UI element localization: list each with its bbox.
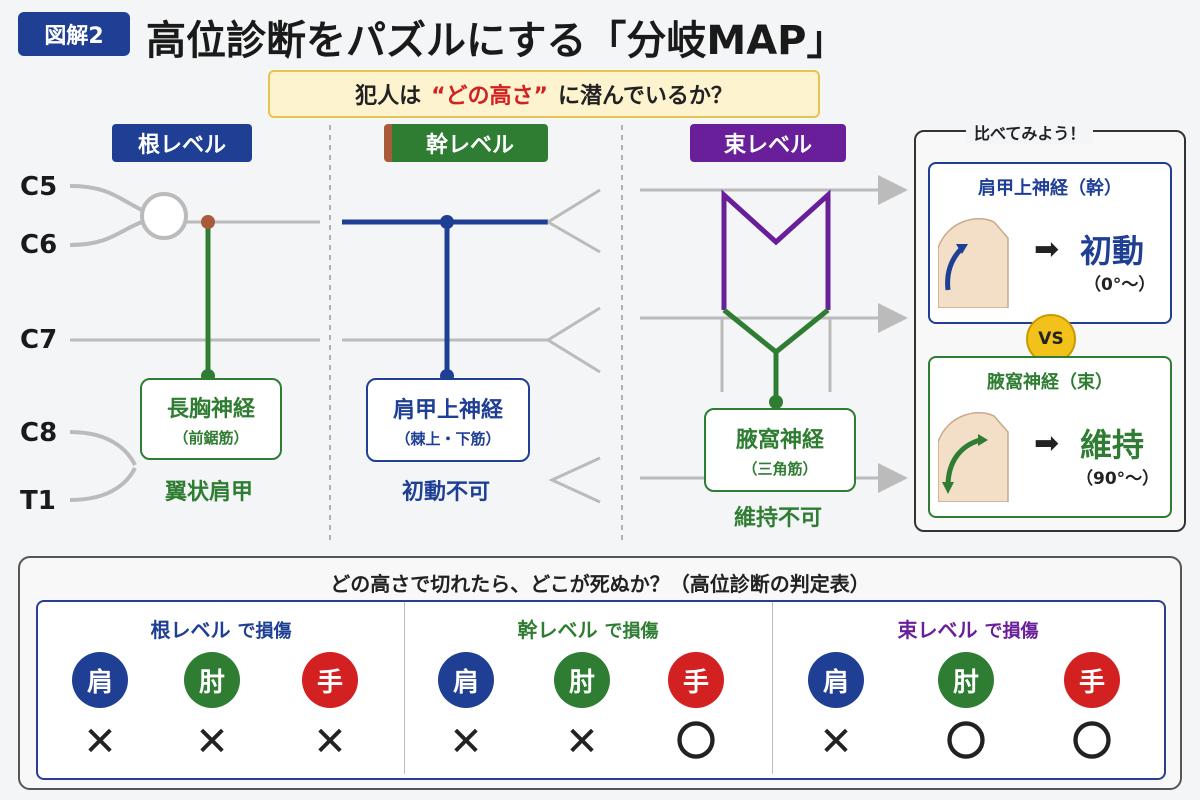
figure-badge: 図解2 <box>18 12 130 56</box>
question-prefix: 犯人は <box>355 84 422 109</box>
trunk-junction-circle <box>140 192 188 240</box>
shoulder-initial-motion-icon <box>938 218 1009 308</box>
hand-mark: 〇 <box>1072 719 1112 765</box>
result-cord: 維持不可 <box>733 506 822 531</box>
c5-root-line <box>69 184 143 212</box>
nerve-end-dot <box>769 395 783 409</box>
shoulder-mark: ✕ <box>819 719 853 765</box>
elbow-circle: 肘 <box>554 652 610 708</box>
column-suffix: で損傷 <box>237 621 292 642</box>
column-suffix: で損傷 <box>604 621 659 642</box>
trunk-branch-dot <box>440 215 454 229</box>
hand-circle: 手 <box>1064 652 1120 708</box>
compare-card-title: 肩甲上神経（幹） <box>978 178 1122 199</box>
muscle-name: （棘上・下筋） <box>395 429 501 448</box>
compare-result: 維持 <box>1080 426 1145 464</box>
elbow-mark: ✕ <box>195 719 229 765</box>
compare-card-axillary: 腋窩神経（束） ➡ 維持 （90°～） <box>928 356 1172 518</box>
t1-root-line <box>69 467 137 502</box>
hand-mark: ✕ <box>313 719 347 765</box>
compare-card-suprascapular: 肩甲上神経（幹） ➡ 初動 （0°～） <box>928 162 1172 324</box>
shoulder-mark: ✕ <box>83 719 117 765</box>
hand-circle: 手 <box>302 652 358 708</box>
nerve-name: 長胸神経 <box>166 396 255 422</box>
elbow-mark: 〇 <box>946 719 986 765</box>
level-header-cord: 束レベル <box>690 124 846 162</box>
column-divider <box>404 602 405 774</box>
shoulder-sustain-motion-icon <box>938 412 1009 502</box>
question-banner: 犯人は “どの高さ” に潜んでいるか？ <box>268 70 820 118</box>
elbow-circle: 肘 <box>938 652 994 708</box>
shoulder-circle: 肩 <box>808 652 864 708</box>
nerve-name: 肩甲上神経 <box>392 397 503 423</box>
compare-title: 比べてみよう！ <box>966 120 1094 144</box>
level-header-trunk: 幹レベル <box>384 124 548 162</box>
root-label-c5: C5 <box>20 172 58 202</box>
root-label-c8: C8 <box>20 418 58 448</box>
column-suffix: で損傷 <box>984 621 1039 642</box>
arrow-right-icon: ➡ <box>1034 232 1060 267</box>
compare-range: （90°～） <box>1076 469 1160 489</box>
hand-circle: 手 <box>668 652 724 708</box>
shoulder-mark: ✕ <box>449 719 483 765</box>
root-branch-dot <box>201 215 215 229</box>
elbow-circle: 肘 <box>184 652 240 708</box>
axillary-branch-path <box>722 308 830 356</box>
nerve-name: 腋窩神経 <box>735 427 824 453</box>
trunk-division-fork <box>547 188 601 254</box>
column-header-cord: 束レベル で損傷 <box>772 614 1164 643</box>
column-header-trunk: 幹レベル で損傷 <box>404 614 772 643</box>
compare-card-title: 腋窩神経（束） <box>987 372 1113 393</box>
page-title: 高位診断をパズルにする「分岐MAP」 <box>146 18 847 64</box>
result-root: 翼状肩甲 <box>164 480 253 505</box>
question-highlight: “どの高さ” <box>431 84 549 109</box>
compare-range: （0°～） <box>1084 275 1156 295</box>
judgment-table-title: どの高さで切れたら、どこが死ぬか？（高位診断の判定表） <box>330 572 870 596</box>
judgment-table: 根レベル で損傷 肩 肘 手 ✕ ✕ ✕ 幹レベル で損傷 肩 肘 手 ✕ ✕ … <box>36 600 1166 780</box>
root-label-c7: C7 <box>20 325 58 355</box>
posterior-cord-path <box>721 189 831 310</box>
compare-result: 初動 <box>1080 232 1145 270</box>
column-level: 束レベル <box>897 618 978 642</box>
muscle-name: （前鋸筋） <box>173 428 249 447</box>
root-label-t1: T1 <box>20 486 56 516</box>
column-divider <box>772 602 773 774</box>
nerve-box-axillary: 腋窩神経 （三角筋） <box>704 408 856 492</box>
arrow-right-icon: ➡ <box>1034 426 1060 461</box>
shoulder-circle: 肩 <box>438 652 494 708</box>
result-trunk: 初動不可 <box>401 480 490 505</box>
root-label-c6: C6 <box>20 230 58 260</box>
column-level: 幹レベル <box>517 618 598 642</box>
column-level: 根レベル <box>150 618 231 642</box>
nerve-box-long-thoracic: 長胸神経 （前鋸筋） <box>140 378 282 460</box>
middle-trunk-fork <box>547 306 601 374</box>
elbow-mark: ✕ <box>565 719 599 765</box>
column-header-root: 根レベル で損傷 <box>38 614 404 643</box>
muscle-name: （三角筋） <box>742 459 818 478</box>
shoulder-circle: 肩 <box>72 652 128 708</box>
c8-root-line <box>69 430 137 466</box>
hand-mark: 〇 <box>676 719 716 765</box>
c6-root-line <box>69 220 143 247</box>
level-header-root: 根レベル <box>112 124 252 162</box>
question-suffix: に潜んでいるか？ <box>558 84 733 109</box>
lower-trunk-fork <box>548 456 601 504</box>
nerve-box-suprascapular: 肩甲上神経 （棘上・下筋） <box>366 378 530 462</box>
